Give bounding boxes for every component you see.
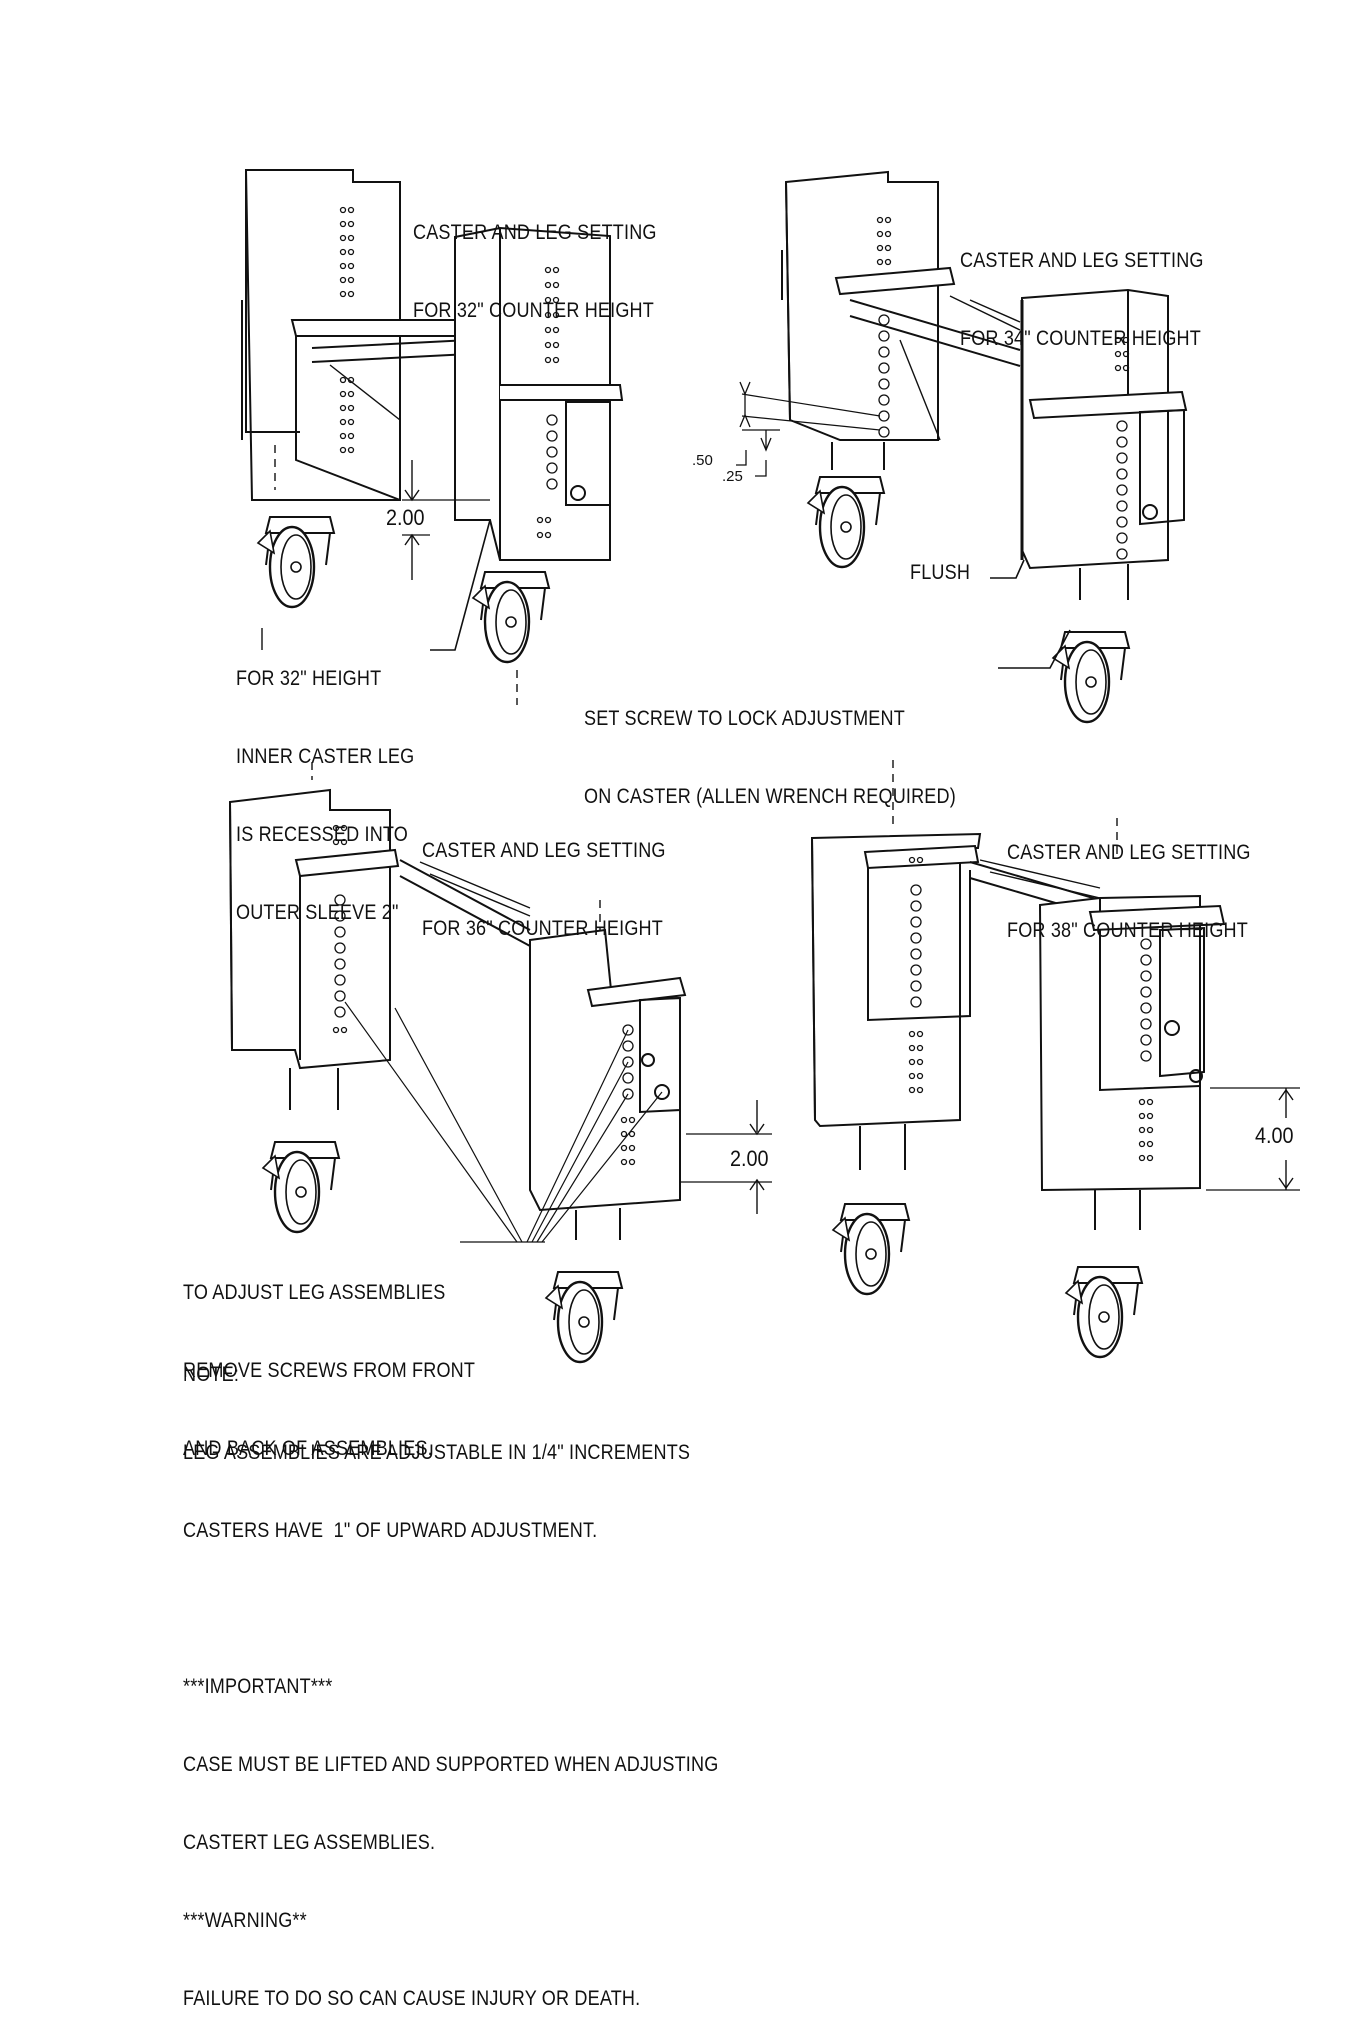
dim-inc-025: .25 xyxy=(722,468,743,485)
dim-extend-38: 4.00 xyxy=(1255,1123,1294,1148)
view-32-title: CASTER AND LEG SETTING FOR 32" COUNTER H… xyxy=(413,168,657,350)
set-screw-note: SET SCREW TO LOCK ADJUSTMENT ON CASTER (… xyxy=(584,654,956,836)
recess-note-line-2: INNER CASTER LEG xyxy=(236,745,415,768)
note-line-1: LEG ASSEMBLIES ARE ADJUSTABLE IN 1/4" IN… xyxy=(183,1441,691,1464)
view-38-title-line-1: CASTER AND LEG SETTING xyxy=(1007,841,1251,864)
view-34-title-line-2: FOR 34" COUNTER HEIGHT xyxy=(960,327,1201,350)
view-32-title-line-2: FOR 32" COUNTER HEIGHT xyxy=(413,299,654,322)
view-32-title-line-1: CASTER AND LEG SETTING xyxy=(413,221,657,244)
recess-note-line-3: IS RECESSED INTO xyxy=(236,823,409,846)
view-36-title-line-2: FOR 36" COUNTER HEIGHT xyxy=(422,917,663,940)
recess-note-line-4: OUTER SLEEVE 2" xyxy=(236,901,399,924)
adjust-note: TO ADJUST LEG ASSEMBLIES REMOVE SCREWS F… xyxy=(183,1228,475,1488)
adjust-line-2: REMOVE SCREWS FROM FRONT xyxy=(183,1359,476,1382)
leg-assembly-drawing xyxy=(228,169,1300,1364)
view-36-drawing xyxy=(228,762,772,1364)
set-screw-line-1: SET SCREW TO LOCK ADJUSTMENT xyxy=(584,707,905,730)
view-34-drawing xyxy=(736,170,1188,724)
view-38-title: CASTER AND LEG SETTING FOR 38" COUNTER H… xyxy=(1007,788,1251,970)
view-34-title: CASTER AND LEG SETTING FOR 34" COUNTER H… xyxy=(960,196,1204,378)
view-36-title-line-1: CASTER AND LEG SETTING xyxy=(422,839,666,862)
adjust-line-1: TO ADJUST LEG ASSEMBLIES xyxy=(183,1281,446,1304)
dim-recess-32: 2.00 xyxy=(386,505,425,530)
important-line-1: CASE MUST BE LIFTED AND SUPPORTED WHEN A… xyxy=(183,1753,719,1776)
view-38-drawing xyxy=(810,760,1300,1359)
note-line-2: CASTERS HAVE 1" OF UPWARD ADJUSTMENT. xyxy=(183,1519,598,1542)
view-38-title-line-2: FOR 38" COUNTER HEIGHT xyxy=(1007,919,1248,942)
dim-extend-36: 2.00 xyxy=(730,1146,769,1171)
notes-spacer xyxy=(183,1596,718,1622)
set-screw-line-2: ON CASTER (ALLEN WRENCH REQUIRED) xyxy=(584,785,956,808)
flush-callout: FLUSH xyxy=(910,561,971,584)
note-heading: NOTE: xyxy=(183,1363,240,1386)
recess-note: FOR 32" HEIGHT INNER CASTER LEG IS RECES… xyxy=(236,614,414,952)
recess-note-line-1: FOR 32" HEIGHT xyxy=(236,667,382,690)
warning-heading: ***WARNING** xyxy=(183,1909,307,1932)
important-heading: ***IMPORTANT*** xyxy=(183,1675,333,1698)
view-36-title: CASTER AND LEG SETTING FOR 36" COUNTER H… xyxy=(422,786,666,968)
warning-line: FAILURE TO DO SO CAN CAUSE INJURY OR DEA… xyxy=(183,1987,641,2010)
view-32-drawing xyxy=(241,169,624,705)
general-notes: NOTE: LEG ASSEMBLIES ARE ADJUSTABLE IN 1… xyxy=(183,1310,718,2038)
important-line-2: CASTERT LEG ASSEMBLIES. xyxy=(183,1831,436,1854)
dim-inc-050: .50 xyxy=(692,452,713,469)
adjust-line-3: AND BACK OF ASSEMBLIES. xyxy=(183,1437,433,1460)
view-34-title-line-1: CASTER AND LEG SETTING xyxy=(960,249,1204,272)
